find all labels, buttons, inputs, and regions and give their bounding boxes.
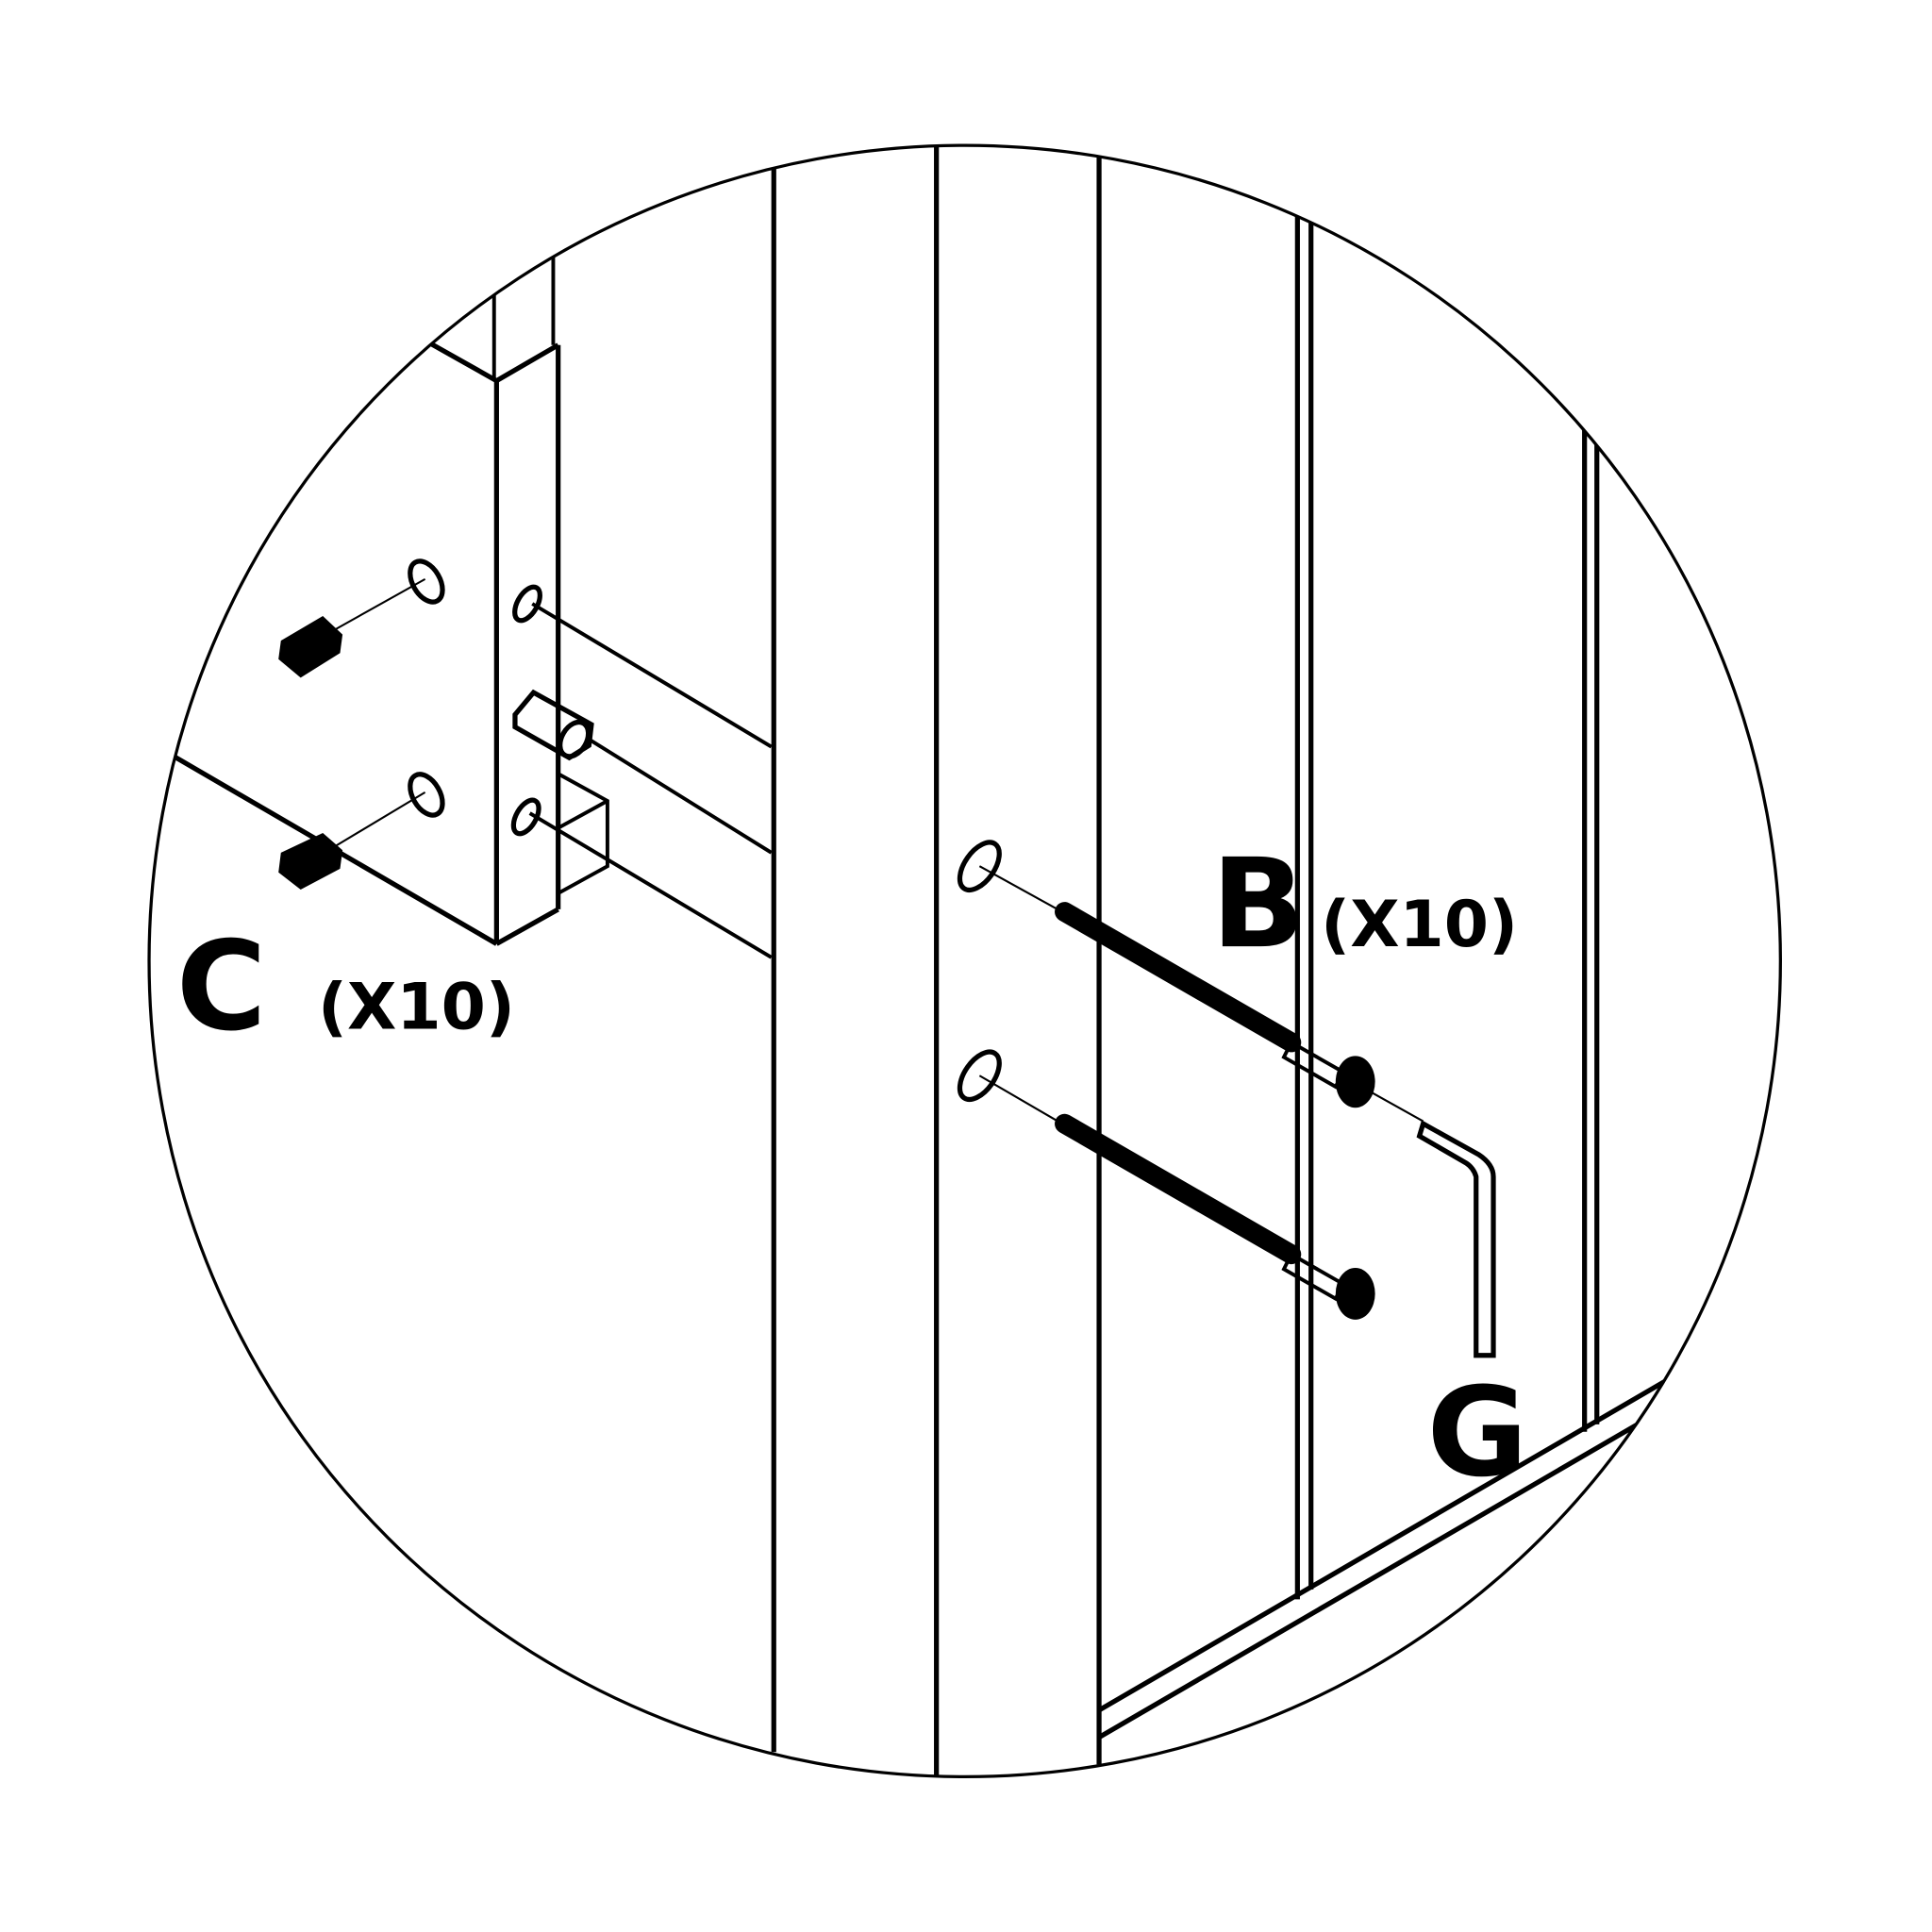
- allen-key-g-icon: [1416, 1120, 1496, 1358]
- rails: [528, 602, 773, 959]
- bolt-letter: B: [1211, 832, 1306, 975]
- nut-quantity: (X10): [318, 971, 515, 1045]
- detail-circle: [147, 143, 1782, 1779]
- bolt-head-icon: [1335, 1268, 1375, 1320]
- vertical-panels: [771, 145, 1600, 1777]
- bolt-head-icon: [1335, 1056, 1375, 1108]
- nut-c-icon: [278, 832, 343, 891]
- bottom-rail: [1097, 1373, 1677, 1740]
- nut-letter: C: [176, 915, 267, 1058]
- left-fasteners: [278, 558, 594, 891]
- bolt-quantity: (X10): [1321, 888, 1518, 962]
- key-letter: G: [1426, 1360, 1527, 1504]
- nut-c-icon: [278, 616, 343, 678]
- bolts-b: [957, 840, 1424, 1320]
